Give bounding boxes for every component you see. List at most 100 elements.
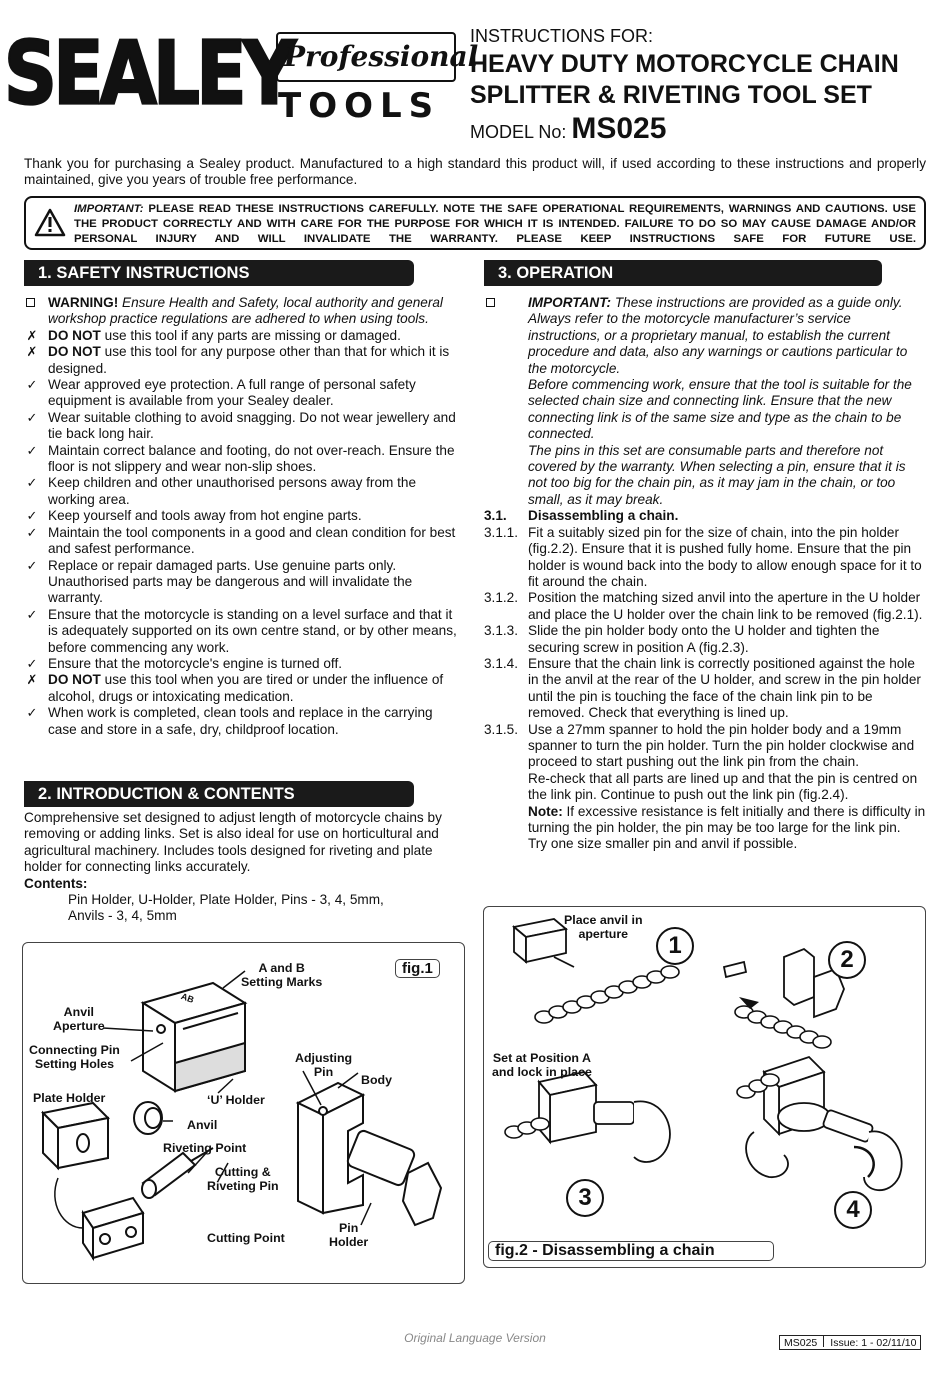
fig1-riveting-point-label: Riveting Point xyxy=(163,1141,247,1155)
contents-line2: Anvils - 3, 4, 5mm xyxy=(68,908,177,924)
fig1-u-holder-label: ‘U’ Holder xyxy=(207,1093,265,1107)
operation-step-text: Position the matching sized anvil into t… xyxy=(528,590,923,622)
safety-item: ✓ Maintain the tool components in a good … xyxy=(24,525,464,558)
contents-line1: Pin Holder, U-Holder, Plate Holder, Pins… xyxy=(68,892,384,908)
model-label: MODEL No: xyxy=(470,122,567,142)
operation-step-number: 3.1.4. xyxy=(484,655,519,671)
operation-para2: Before commencing work, ensure that the … xyxy=(528,377,912,442)
professional-tools-logo: Professional TOOLS xyxy=(276,28,478,126)
safety-item: ✓ Wear suitable clothing to avoid snaggin… xyxy=(24,410,464,443)
fig2-step-4-number: 4 xyxy=(834,1191,872,1229)
operation-step-text: Fit a suitably sized pin for the size of… xyxy=(528,524,922,589)
operation-try: Try one size smaller pin and anvil if po… xyxy=(528,836,798,852)
fig1-body-label: Body xyxy=(361,1073,392,1087)
check-icon: ✓ xyxy=(26,705,38,721)
document-reference: MS025 Issue: 1 - 02/11/10 xyxy=(779,1335,922,1350)
original-language-label: Original Language Version xyxy=(404,1331,546,1345)
safety-item: ✗DO NOT use this tool for any purpose ot… xyxy=(24,344,464,377)
footer-issue: Issue: 1 - 02/11/10 xyxy=(830,1337,917,1349)
safety-item-text: Wear suitable clothing to avoid snagging… xyxy=(48,409,456,442)
footer-model: MS025 xyxy=(784,1337,818,1349)
introduction-body: Comprehensive set designed to adjust len… xyxy=(24,810,464,925)
safety-item: ✓When work is completed, clean tools and… xyxy=(24,705,464,738)
fig1-plate-holder-label: Plate Holder xyxy=(33,1091,106,1105)
operation-step-number: 3.1.5. xyxy=(484,721,519,737)
professional-script: Professional xyxy=(276,32,478,82)
important-text: These instructions are provided as a gui… xyxy=(528,295,908,376)
safety-item: ✓Wear approved eye protection. A full ra… xyxy=(24,377,464,410)
important-bold: IMPORTANT: xyxy=(528,295,612,310)
safety-item: ✓ Ensure that the motorcycle's engine is … xyxy=(24,656,464,672)
fig1-cutting-riveting-pin-label: Cutting &Riveting Pin xyxy=(207,1165,279,1193)
safety-item-text: Wear approved eye protection. A full ran… xyxy=(48,377,416,409)
safety-item-text: Keep children and other unauthorised per… xyxy=(48,475,417,507)
warning-triangle-icon xyxy=(34,208,66,237)
safety-item-bold: DO NOT xyxy=(48,672,101,688)
chain-link-shape xyxy=(660,965,680,979)
safety-item: ✗DO NOT use this tool if any parts are m… xyxy=(24,328,464,344)
fig2-step-2-number: 2 xyxy=(828,941,866,979)
figure-1: fig.1 xyxy=(22,942,465,1284)
fig1-drawing xyxy=(40,970,443,1262)
operation-step-text: Use a 27mm spanner to hold the pin holde… xyxy=(528,721,915,770)
operation-important: IMPORTANT: These instructions are provid… xyxy=(484,295,926,508)
safety-item-text: Maintain the tool components in a good a… xyxy=(48,524,456,557)
fig1-cutting-point-label: Cutting Point xyxy=(207,1231,285,1245)
operation-step: 3.1.3.Slide the pin holder body onto the… xyxy=(484,623,926,656)
check-icon: ✓ xyxy=(26,524,38,540)
safety-item: ✓ Ensure that the motorcycle is standing … xyxy=(24,607,464,656)
check-icon: ✓ xyxy=(26,655,38,671)
sealey-logo: SEALEY xyxy=(0,22,299,126)
model-number: MS025 xyxy=(571,112,667,145)
operation-steps: 3.1.1.Fit a suitably sized pin for the s… xyxy=(484,525,926,771)
cross-icon: ✗ xyxy=(26,344,38,360)
warning-lead: IMPORTANT: xyxy=(74,203,144,215)
safety-items: ✗ DO NOT use this tool if any parts are m… xyxy=(24,328,464,738)
safety-item-text: Ensure that the motorcycle's engine is t… xyxy=(48,655,343,671)
subsection-title: 3.1. Disassembling a chain. xyxy=(484,508,926,524)
safety-item-text: Keep yourself and tools away from hot en… xyxy=(48,508,362,524)
operation-step-text: Ensure that the chain link is correctly … xyxy=(528,655,921,721)
safety-item: ✓Keep children and other unauthorised pe… xyxy=(24,475,464,508)
operation-para3: The pins in this set are consumable part… xyxy=(528,442,906,507)
introduction-text: Comprehensive set designed to adjust len… xyxy=(24,810,442,875)
warning-text: Ensure Health and Safety, local authorit… xyxy=(48,295,443,327)
safety-item-text: use this tool if any parts are missing o… xyxy=(100,327,401,343)
safety-item-text: Replace or repair damaged parts. Use gen… xyxy=(48,557,413,606)
introduction-heading: 2. INTRODUCTION & CONTENTS xyxy=(24,781,414,807)
safety-item: ✓Keep yourself and tools away from hot e… xyxy=(24,508,464,524)
check-icon: ✓ xyxy=(26,606,38,622)
fig2-drawing xyxy=(504,918,903,1192)
brand-wordmark: SEALEY xyxy=(0,22,299,126)
safety-warning-item: WARNING! Ensure Health and Safety, local… xyxy=(24,295,464,328)
cross-icon: ✗ xyxy=(26,672,38,688)
operation-body: IMPORTANT: These instructions are provid… xyxy=(484,295,926,853)
safety-heading: 1. SAFETY INSTRUCTIONS xyxy=(24,260,414,286)
fig2-step-3-number: 3 xyxy=(566,1179,604,1217)
instructions-for-label: INSTRUCTIONS FOR: xyxy=(470,26,653,46)
operation-step-number: 3.1.3. xyxy=(484,623,519,639)
safety-item-bold: DO NOT xyxy=(48,327,101,343)
operation-step: 3.1.1.Fit a suitably sized pin for the s… xyxy=(484,525,926,591)
page-title-line1: HEAVY DUTY MOTORCYCLE CHAIN xyxy=(470,50,899,78)
operation-note: Note: If excessive resistance is felt in… xyxy=(484,804,926,837)
safety-list: WARNING! Ensure Health and Safety, local… xyxy=(24,295,464,738)
important-warning-box: IMPORTANT: PLEASE READ THESE INSTRUCTION… xyxy=(24,196,926,250)
check-icon: ✓ xyxy=(26,442,38,458)
check-icon: ✓ xyxy=(26,409,38,425)
operation-step: 3.1.4. Ensure that the chain link is corr… xyxy=(484,656,926,722)
contents-label: Contents: xyxy=(24,875,88,891)
operation-heading: 3. OPERATION xyxy=(484,260,882,286)
tools-wordmark: TOOLS xyxy=(278,86,441,126)
warning-text: IMPORTANT: PLEASE READ THESE INSTRUCTION… xyxy=(74,202,916,247)
fig1-label: fig.1 xyxy=(395,959,440,978)
safety-item-text: use this tool when you are tired or unde… xyxy=(48,672,444,704)
safety-item-text: Ensure that the motorcycle is standing o… xyxy=(48,606,457,655)
